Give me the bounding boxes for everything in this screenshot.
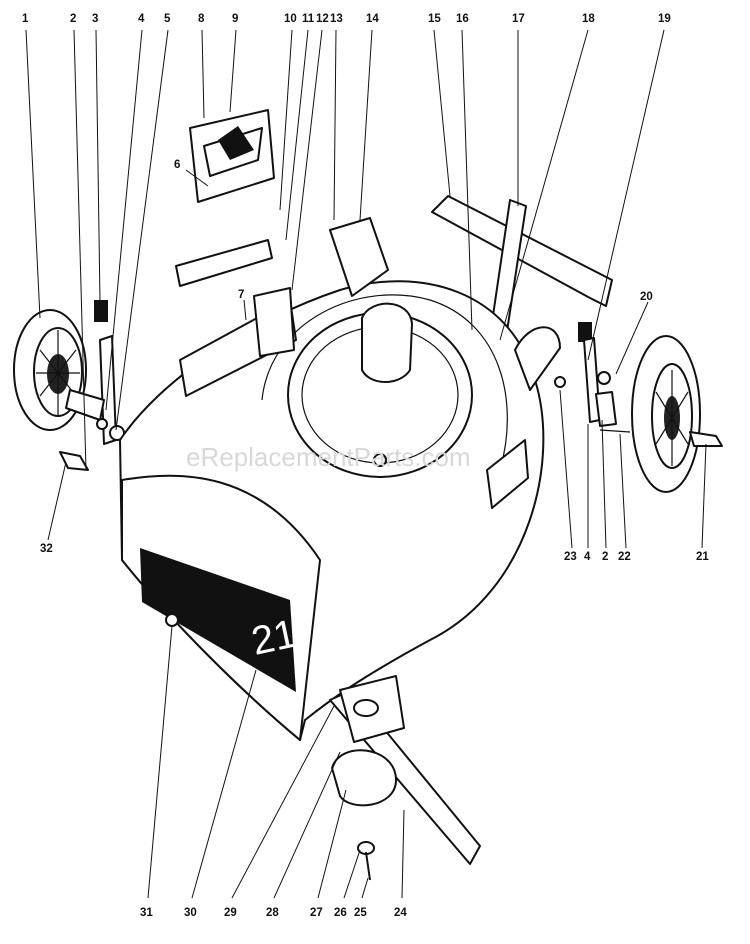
callout-4: 4 <box>138 13 145 25</box>
callout-11: 11 <box>302 13 315 25</box>
callout-2: 2 <box>70 13 76 25</box>
discharge-deflector <box>175 109 275 287</box>
callout-27: 27 <box>310 907 323 919</box>
callout-32: 32 <box>40 543 53 555</box>
callout-5: 5 <box>164 13 171 25</box>
callout-19: 19 <box>658 13 671 25</box>
callout-4b: 4 <box>584 551 591 563</box>
callout-17: 17 <box>512 13 525 25</box>
callout-21: 21 <box>696 551 709 563</box>
callout-23: 23 <box>564 551 577 563</box>
callout-1: 1 <box>22 13 29 25</box>
leader-lines <box>25 29 707 899</box>
right-wheel <box>631 335 723 493</box>
callout-13: 13 <box>330 13 343 25</box>
mower-deck: 21 <box>119 217 545 741</box>
callout-28: 28 <box>266 907 279 919</box>
callout-15: 15 <box>428 13 441 25</box>
callout-14: 14 <box>366 13 379 25</box>
callout-18: 18 <box>582 13 595 25</box>
callout-16: 16 <box>456 13 469 25</box>
callout-24: 24 <box>394 907 407 919</box>
callout-labels: 1 2 3 4 5 8 9 10 11 12 13 14 15 16 17 18… <box>22 13 709 919</box>
callout-3: 3 <box>92 13 98 25</box>
callout-29: 29 <box>224 907 237 919</box>
callout-22: 22 <box>618 551 631 563</box>
callout-26: 26 <box>334 907 347 919</box>
blade-assembly <box>165 613 481 881</box>
callout-30: 30 <box>184 907 197 919</box>
callout-2b: 2 <box>602 551 608 563</box>
callout-25: 25 <box>354 907 367 919</box>
callout-8: 8 <box>198 13 205 25</box>
watermark-text: eReplacementParts.com <box>186 442 471 472</box>
callout-31: 31 <box>140 907 153 919</box>
callout-7: 7 <box>238 289 244 301</box>
callout-6: 6 <box>174 159 180 171</box>
callout-10: 10 <box>284 13 297 25</box>
callout-20: 20 <box>640 291 653 303</box>
deck-badge-number: 21 <box>248 612 301 664</box>
callout-9: 9 <box>232 13 238 25</box>
callout-12: 12 <box>316 13 329 25</box>
